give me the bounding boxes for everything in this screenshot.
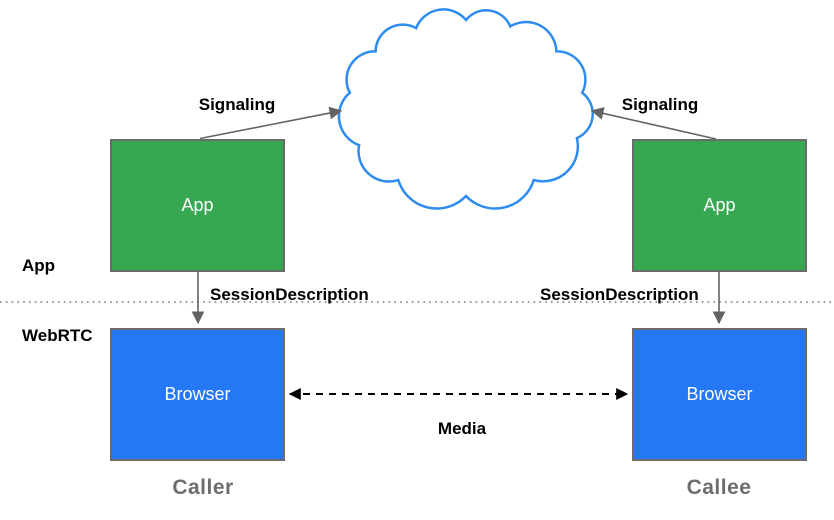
signaling-arrow-left bbox=[199, 106, 343, 140]
session-description-label-left: SessionDescription bbox=[210, 285, 369, 304]
signaling-label-right: Signaling bbox=[621, 95, 699, 114]
session-description-label-right: SessionDescription bbox=[540, 285, 699, 304]
caller-label: Caller bbox=[172, 476, 234, 499]
app-layer-label: App bbox=[22, 256, 56, 275]
caller-browser-label: Browser bbox=[164, 384, 231, 404]
media-label: Media bbox=[437, 419, 487, 438]
signaling-label-left: Signaling bbox=[198, 95, 276, 114]
caller-app-label: App bbox=[181, 195, 214, 215]
callee-app-box: App bbox=[632, 139, 807, 272]
signaling-arrow-right bbox=[590, 107, 717, 140]
callee-label: Callee bbox=[686, 476, 752, 499]
callee-browser-label: Browser bbox=[686, 384, 753, 404]
callee-browser-box: Browser bbox=[632, 328, 807, 461]
signaling-cloud-shape bbox=[337, 8, 594, 210]
webrtc-layer-label: WebRTC bbox=[22, 326, 93, 345]
caller-browser-box: Browser bbox=[110, 328, 285, 461]
caller-app-box: App bbox=[110, 139, 285, 272]
callee-app-label: App bbox=[703, 195, 736, 215]
